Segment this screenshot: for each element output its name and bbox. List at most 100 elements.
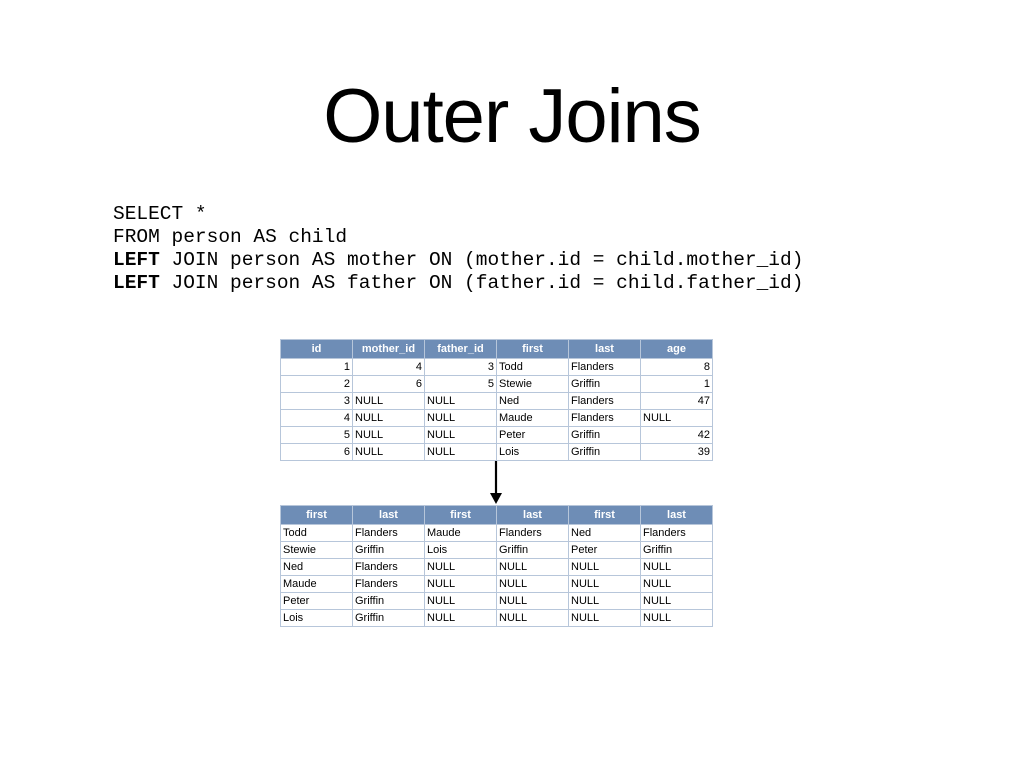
table-cell: Flanders [352,575,425,593]
column-header: last [568,339,641,359]
table-cell: NULL [640,409,713,427]
table-cell: 4 [352,358,425,376]
table-cell: Griffin [352,592,425,610]
table-cell: NULL [568,558,641,576]
table-cell: 1 [640,375,713,393]
column-header: first [568,505,641,525]
table-cell: NULL [496,575,569,593]
column-header: last [352,505,425,525]
table-cell: NULL [424,558,497,576]
table-cell: Griffin [568,426,641,444]
column-header: last [640,505,713,525]
table-cell: Griffin [568,375,641,393]
table-cell: Flanders [568,409,641,427]
down-arrow-icon [490,461,502,504]
table-cell: 6 [352,375,425,393]
table-cell: Flanders [640,524,713,542]
table-cell: Todd [280,524,353,542]
table-cell: 5 [280,426,353,444]
table-cell: NULL [424,443,497,461]
table-cell: NULL [640,592,713,610]
table-cell: Lois [424,541,497,559]
column-header: first [496,339,569,359]
sql-line: LEFT JOIN person AS father ON (father.id… [113,272,803,295]
table-cell: NULL [424,609,497,627]
table-cell: NULL [568,575,641,593]
table-cell: Griffin [352,609,425,627]
table-cell: NULL [352,409,425,427]
table-cell: 3 [424,358,497,376]
table-cell: 5 [424,375,497,393]
sql-line: LEFT JOIN person AS mother ON (mother.id… [113,249,803,272]
table-cell: NULL [496,558,569,576]
column-header: first [280,505,353,525]
table-cell: NULL [352,392,425,410]
table-cell: 2 [280,375,353,393]
table-cell: 1 [280,358,353,376]
sql-text: FROM person AS child [113,226,348,248]
table-cell: Flanders [352,558,425,576]
table-cell: Stewie [280,541,353,559]
table-cell: NULL [568,609,641,627]
sql-line: FROM person AS child [113,226,803,249]
table-cell: Griffin [496,541,569,559]
sql-text: JOIN person AS father ON (father.id = ch… [159,272,804,294]
table-cell: Ned [496,392,569,410]
table-cell: Todd [496,358,569,376]
table-cell: NULL [640,575,713,593]
table-cell: Ned [280,558,353,576]
table-cell: NULL [352,426,425,444]
table-cell: Lois [496,443,569,461]
column-header: father_id [424,339,497,359]
table-cell: NULL [424,575,497,593]
table-cell: 4 [280,409,353,427]
table-cell: Peter [496,426,569,444]
table-cell: NULL [424,409,497,427]
column-header: last [496,505,569,525]
table-cell: 3 [280,392,353,410]
column-header: first [424,505,497,525]
sql-text: SELECT * [113,203,207,225]
table-cell: Flanders [568,392,641,410]
sql-text: JOIN person AS mother ON (mother.id = ch… [159,249,804,271]
table-cell: Lois [280,609,353,627]
table-cell: Peter [280,592,353,610]
column-header: id [280,339,353,359]
table-cell: 6 [280,443,353,461]
table-cell: Griffin [568,443,641,461]
table-cell: NULL [424,426,497,444]
table-cell: NULL [568,592,641,610]
column-header: age [640,339,713,359]
table-cell: 8 [640,358,713,376]
slide-title: Outer Joins [323,74,702,159]
table-cell: Flanders [496,524,569,542]
table-cell: Flanders [352,524,425,542]
table-cell: Stewie [496,375,569,393]
column-header: mother_id [352,339,425,359]
sql-query: SELECT * FROM person AS child LEFT JOIN … [113,203,803,295]
table-cell: NULL [424,592,497,610]
sql-line: SELECT * [113,203,803,226]
table-cell: NULL [640,558,713,576]
table-cell: 42 [640,426,713,444]
table-cell: 39 [640,443,713,461]
table-cell: NULL [496,592,569,610]
table-cell: Griffin [352,541,425,559]
table-cell: Peter [568,541,641,559]
table-cell: NULL [496,609,569,627]
